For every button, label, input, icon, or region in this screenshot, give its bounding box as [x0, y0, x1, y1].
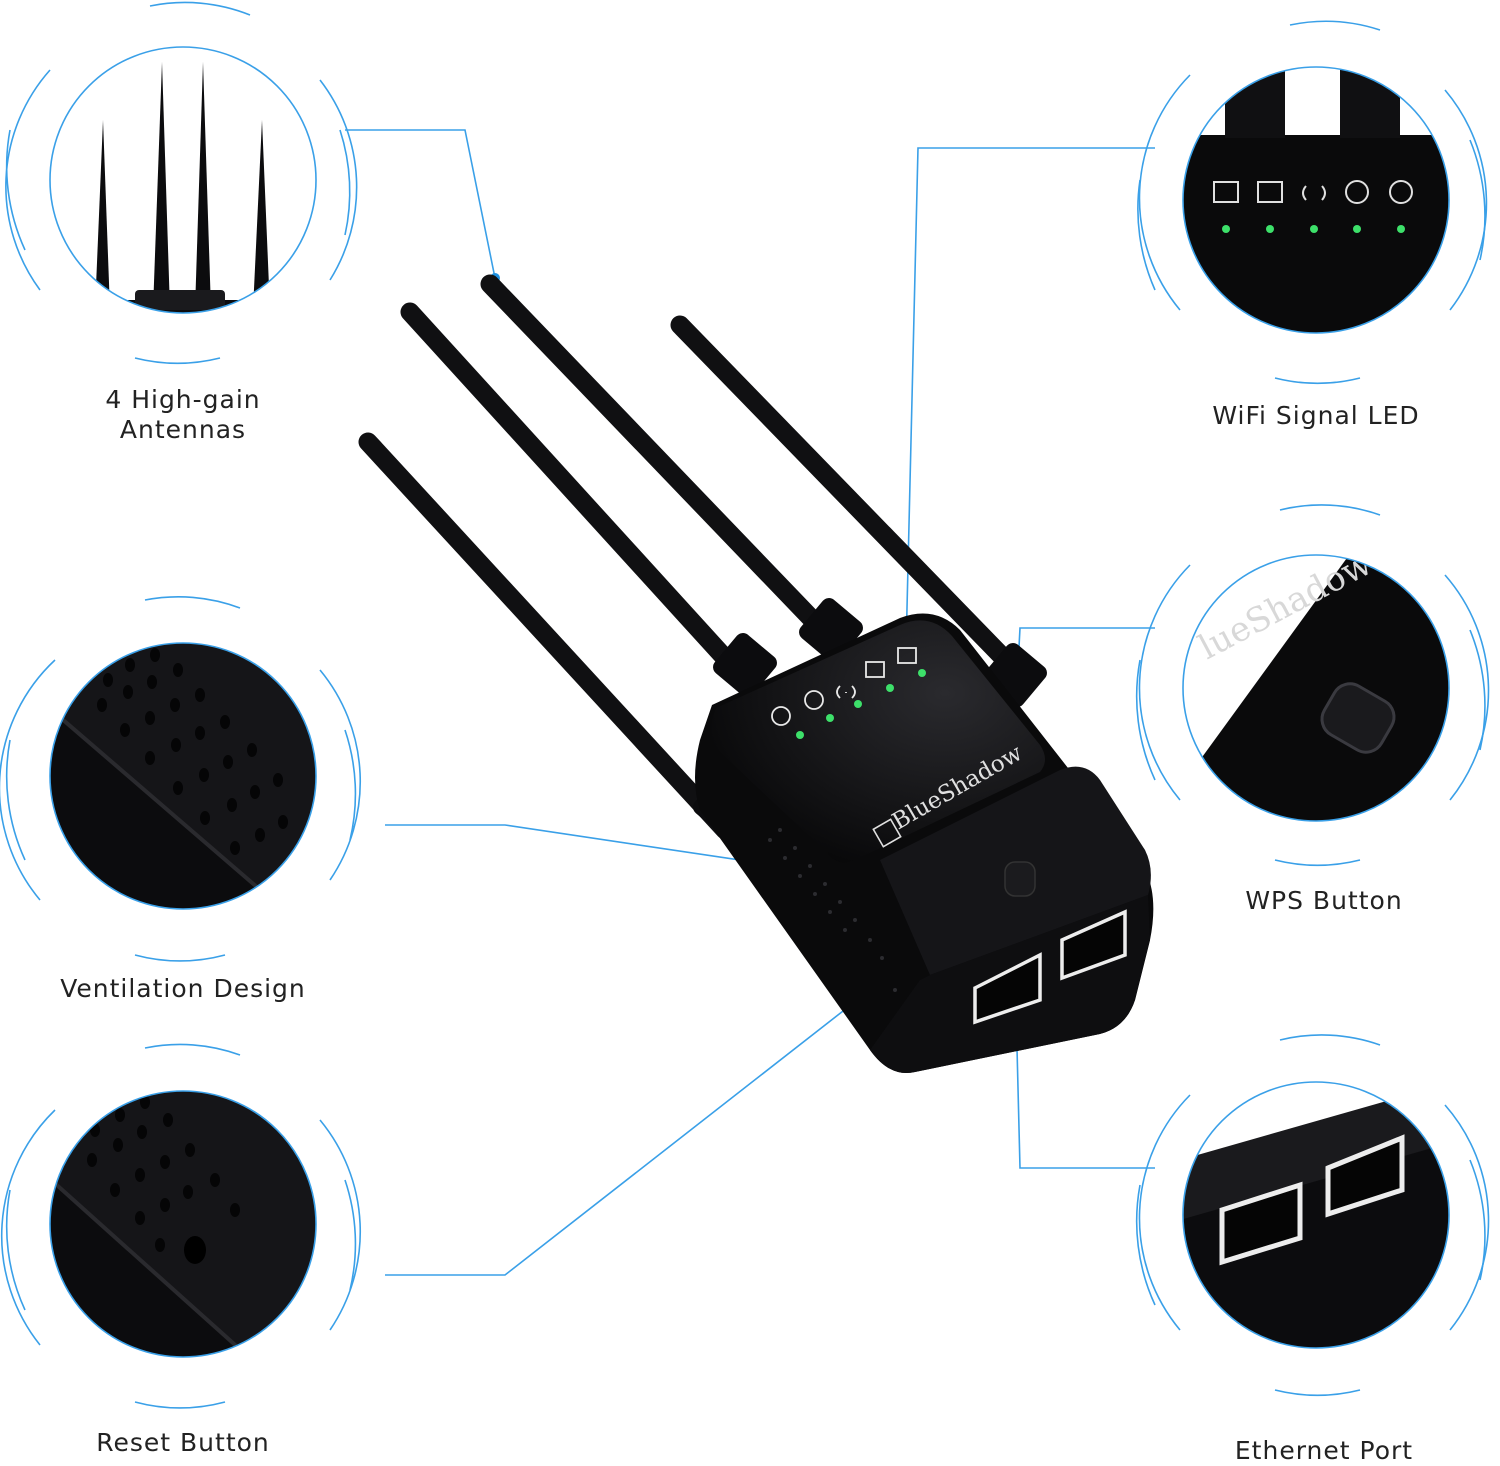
callout-ventilation [0, 595, 362, 962]
callout-antennas [5, 1, 358, 365]
label-ethernet: Ethernet Port [1234, 1436, 1414, 1465]
leader-lines [345, 129, 1155, 1276]
label-wifi-led: WiFi Signal LED [1212, 401, 1420, 430]
callout-wifi-led [1137, 20, 1488, 385]
antenna [358, 274, 1035, 840]
wps-button [1004, 861, 1036, 897]
wps-button-closeup [1320, 682, 1396, 754]
leader-line-wifi-led [905, 147, 1155, 651]
device-leds [796, 669, 926, 739]
device-top-face [711, 620, 1045, 863]
label-ventilation: Ventilation Design [60, 974, 306, 1003]
ethernet-icon [897, 647, 917, 664]
label-antennas: 4 High-gain Antennas [105, 385, 261, 444]
leader-line-antennas [345, 129, 496, 279]
device-ethernet-ports [973, 909, 1127, 1025]
callout-ethernet [1135, 1034, 1490, 1397]
ethernet-icon [865, 661, 885, 678]
reset-hole [184, 1236, 206, 1264]
vent-holes [768, 828, 897, 992]
power-icon [771, 706, 791, 726]
callout-wps: lueShadow [1135, 504, 1490, 867]
label-wps: WPS Button [1245, 886, 1403, 915]
extender-device: BlueShadow [358, 274, 1154, 1074]
label-reset: Reset Button [96, 1428, 270, 1457]
leader-line-reset [385, 971, 894, 1276]
globe-icon [804, 690, 824, 710]
leader-line-ventilation [385, 824, 821, 873]
wifi-signal-icon [836, 685, 856, 699]
callout-reset [0, 1043, 362, 1409]
device-indicator-icons [771, 647, 917, 726]
